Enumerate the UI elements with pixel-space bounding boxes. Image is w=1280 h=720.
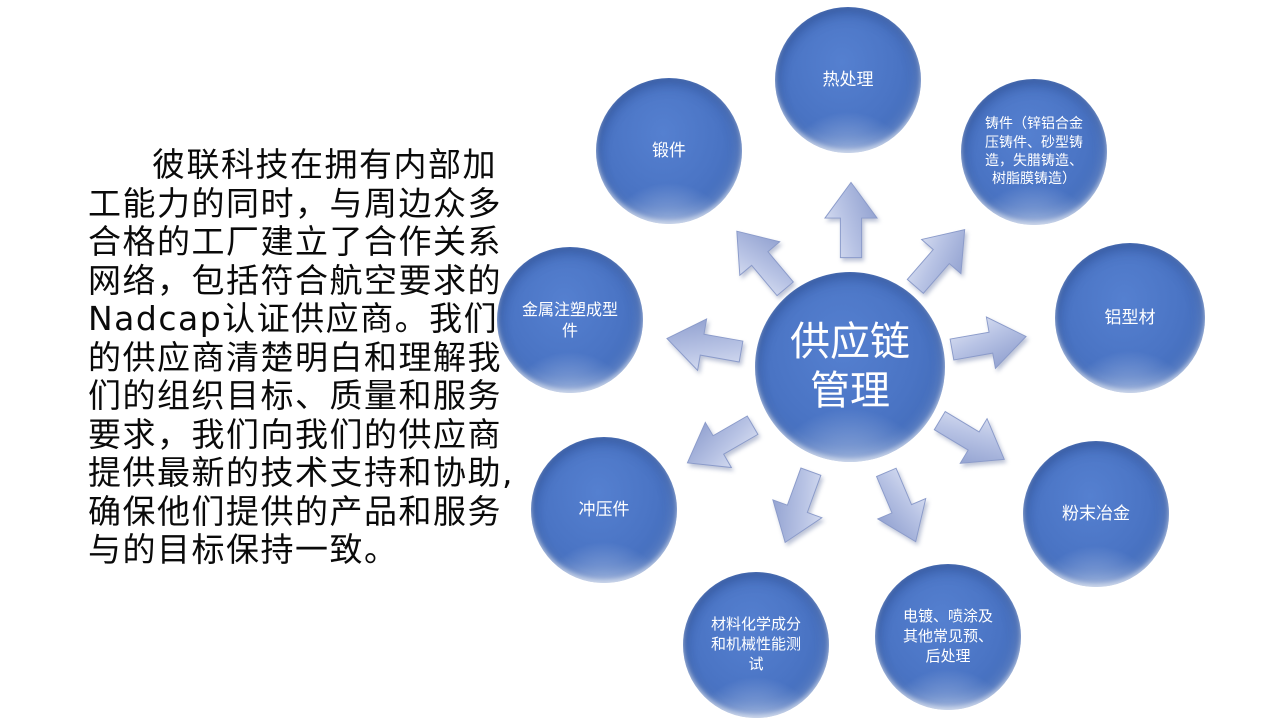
center-node-label: 供应链 管理 bbox=[790, 318, 910, 416]
paragraph-line: 要求，我们向我们的供应商 bbox=[88, 414, 502, 454]
center-label-line1: 供应链 bbox=[790, 319, 910, 366]
arrow-to-heat-treatment bbox=[812, 181, 890, 259]
paragraph-line: Nadcap认证供应商。我们 bbox=[88, 299, 499, 338]
arrow-to-castings bbox=[895, 212, 985, 304]
paragraph-line: 们的组织目标、质量和服务 bbox=[88, 376, 502, 415]
node-label: 冲压件 bbox=[578, 499, 630, 520]
node-label: 电镀、喷涂及其他常见预、后处理 bbox=[902, 607, 993, 665]
node-label: 铸件（锌铝合金压铸件、砂型铸造，失腊铸造、树脂膜铸造） bbox=[985, 116, 1083, 188]
paragraph-line: 确保他们提供的产品和服务 bbox=[88, 491, 502, 531]
node-label: 材料化学成分和机械性能测试 bbox=[710, 615, 801, 673]
paragraph-line: 与的目标保持一致。 bbox=[88, 530, 399, 569]
paragraph-line: 彼联科技在拥有内部加 bbox=[152, 145, 497, 184]
paragraph-line: 工能力的同时，与周边众多 bbox=[88, 183, 502, 223]
arrow-to-forgings bbox=[716, 213, 806, 307]
arrow-to-plating-spraying bbox=[861, 461, 941, 553]
paragraph-line: 的供应商清楚明白和理解我 bbox=[88, 337, 502, 377]
arrow-to-aluminum-profiles bbox=[946, 310, 1032, 376]
arrow-to-material-testing bbox=[759, 462, 837, 552]
node-stamping-parts: 冲压件 bbox=[531, 437, 677, 583]
paragraph-line: 网络，包括符合航空要求的 bbox=[88, 260, 502, 300]
node-material-testing: 材料化学成分和机械性能测试 bbox=[683, 572, 829, 718]
node-label: 金属注塑成型件 bbox=[521, 299, 618, 340]
node-label: 粉末冶金 bbox=[1062, 503, 1130, 524]
node-label: 热处理 bbox=[822, 69, 874, 90]
arrow-to-stamping-parts bbox=[673, 402, 767, 486]
center-node-supply-chain-management: 供应链 管理 bbox=[755, 272, 945, 462]
node-forgings: 锻件 bbox=[596, 78, 742, 224]
node-label: 锻件 bbox=[652, 140, 686, 161]
intro-paragraph: 彼联科技在拥有内部加 工能力的同时，与周边众多 合格的工厂建立了合作关系 网络，… bbox=[88, 145, 514, 570]
node-castings: 铸件（锌铝合金压铸件、砂型铸造，失腊铸造、树脂膜铸造） bbox=[961, 79, 1107, 225]
arrow-to-powder-metallurgy bbox=[925, 397, 1019, 483]
node-aluminum-profiles: 铝型材 bbox=[1055, 243, 1205, 393]
node-heat-treatment: 热处理 bbox=[775, 7, 921, 153]
center-label-line2: 管理 bbox=[810, 368, 890, 414]
node-powder-metallurgy: 粉末冶金 bbox=[1023, 441, 1169, 587]
node-plating-spraying: 电镀、喷涂及其他常见预、后处理 bbox=[875, 564, 1021, 710]
arrow-to-metal-injection-molding bbox=[661, 312, 747, 378]
node-label: 铝型材 bbox=[1104, 307, 1156, 328]
paragraph-line: 提供最新的技术支持和协助, bbox=[88, 453, 514, 492]
paragraph-line: 合格的工厂建立了合作关系 bbox=[88, 222, 502, 261]
node-metal-injection-molding: 金属注塑成型件 bbox=[497, 247, 643, 393]
